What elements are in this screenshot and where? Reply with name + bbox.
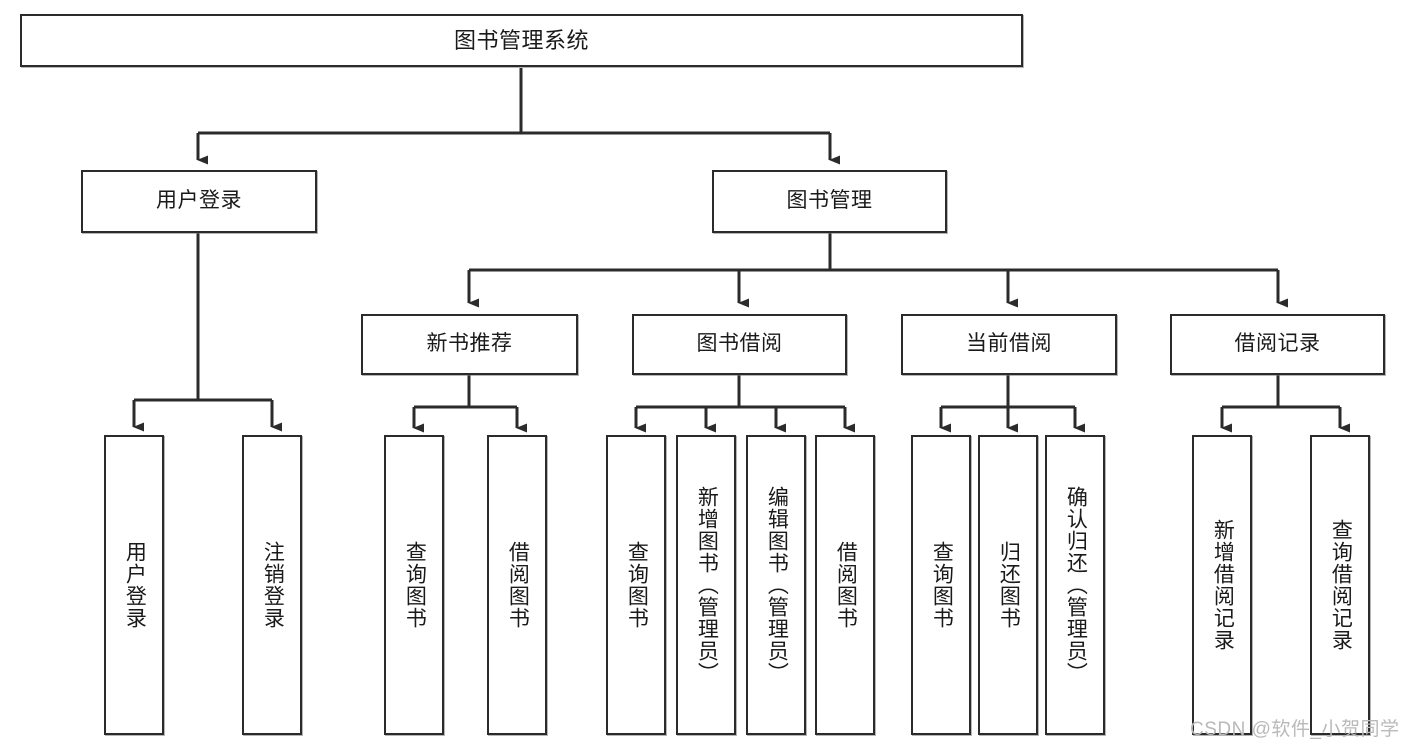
leaf-user-login-login-label: 用户登录 [123,541,147,629]
leaf-book-borrow-borrow-label: 借阅图书 [834,541,858,629]
node-borrow-record[interactable]: 借阅记录 [1170,314,1385,375]
leaf-book-borrow-edit[interactable]: 编辑图书（管理员） [746,435,806,735]
node-root-label: 图书管理系统 [453,27,589,53]
csdn-watermark: CSDN @软件_小贺同学 [1190,719,1400,740]
leaf-book-borrow-add[interactable]: 新增图书（管理员） [676,435,736,735]
leaf-current-borrow-query-label: 查询图书 [930,541,954,629]
leaf-book-borrow-query-label: 查询图书 [625,541,649,629]
leaf-current-borrow-confirm-return[interactable]: 确认归还（管理员） [1045,435,1105,735]
node-new-book-recommend[interactable]: 新书推荐 [361,314,578,375]
leaf-current-borrow-query[interactable]: 查询图书 [911,435,971,735]
leaf-current-borrow-return[interactable]: 归还图书 [978,435,1038,735]
node-user-login[interactable]: 用户登录 [81,170,317,233]
leaf-user-login-logout[interactable]: 注销登录 [242,435,302,735]
node-user-login-label: 用户登录 [156,189,242,213]
leaf-new-book-query-label: 查询图书 [403,541,427,629]
node-current-borrow[interactable]: 当前借阅 [901,314,1117,375]
node-new-book-recommend-label: 新书推荐 [426,332,513,356]
node-borrow-record-label: 借阅记录 [1234,332,1321,356]
node-book-management[interactable]: 图书管理 [712,170,947,233]
leaf-current-borrow-confirm-return-label: 确认归还（管理员） [1064,486,1088,684]
leaf-new-book-borrow[interactable]: 借阅图书 [487,435,547,735]
node-book-borrow[interactable]: 图书借阅 [632,314,847,375]
node-book-borrow-label: 图书借阅 [696,332,783,356]
leaf-user-login-logout-label: 注销登录 [261,541,285,629]
leaf-current-borrow-return-label: 归还图书 [997,541,1021,629]
leaf-book-borrow-query[interactable]: 查询图书 [606,435,666,735]
leaf-new-book-query[interactable]: 查询图书 [384,435,444,735]
node-current-borrow-label: 当前借阅 [966,332,1052,356]
leaf-borrow-record-query[interactable]: 查询借阅记录 [1310,435,1370,735]
leaf-book-borrow-edit-label: 编辑图书（管理员） [765,486,789,684]
leaf-borrow-record-add-label: 新增借阅记录 [1211,519,1235,651]
leaf-book-borrow-borrow[interactable]: 借阅图书 [815,435,875,735]
leaf-new-book-borrow-label: 借阅图书 [506,541,530,629]
leaf-borrow-record-add[interactable]: 新增借阅记录 [1192,435,1252,735]
node-book-management-label: 图书管理 [786,189,873,213]
leaf-borrow-record-query-label: 查询借阅记录 [1329,519,1353,651]
leaf-book-borrow-add-label: 新增图书（管理员） [695,486,719,684]
leaf-user-login-login[interactable]: 用户登录 [104,435,164,735]
node-root[interactable]: 图书管理系统 [20,14,1023,67]
